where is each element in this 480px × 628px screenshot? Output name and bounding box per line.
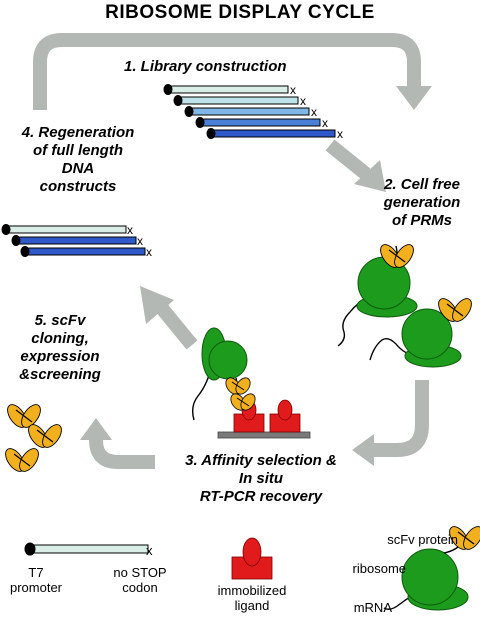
arrowhead-left-bottom [352, 434, 374, 466]
prm-complex-2 [369, 294, 476, 368]
step-5-label: 5. scFv cloning, expression &screening [4, 312, 116, 384]
mrna-strand [369, 337, 417, 361]
step-5-line-1: 5. scFv [34, 312, 86, 329]
svg-text:x: x [290, 83, 296, 97]
legend-t7-line-2: promoter [9, 580, 63, 595]
prm-complex-1 [337, 240, 418, 347]
legend-stop-line-1: no STOP [113, 565, 167, 580]
legend-ligand-line-2: ligand [234, 598, 270, 613]
legend-ligand-line-1: immobilized [217, 583, 287, 598]
step-4-line-3: DNA [61, 160, 95, 177]
step-3-line-1: 3. Affinity selection & [185, 452, 337, 469]
ligand-2 [269, 399, 301, 433]
ribosome-large-subunit [401, 548, 459, 606]
step-5-line-2: cloning, [31, 330, 89, 347]
legend-stop-line-2: codon [122, 580, 158, 595]
scfv-icon [222, 374, 254, 398]
step-2-line-2: generation [383, 194, 461, 211]
arrow-bottom-left [89, 439, 155, 469]
step-4-line-1: 4. Regeneration [21, 124, 135, 141]
legend-ribosome [383, 522, 480, 611]
arrowhead-step4 [140, 286, 174, 324]
legend-ligand-label: immobilized ligand [212, 583, 292, 613]
step-5-line-3: expression [20, 348, 100, 365]
construct-4: x [195, 116, 328, 130]
svg-text:x: x [322, 116, 328, 130]
step-2-line-1: 2. Cell free [384, 176, 460, 193]
regenerated-constructs: x x x [1, 223, 152, 259]
step-4-line-4: constructs [39, 178, 117, 195]
legend-ligand [231, 537, 273, 580]
construct-5: x [206, 127, 343, 141]
construct-3: x [184, 105, 317, 119]
arrow-step1-to-2 [325, 139, 371, 180]
arrow-top-loop [33, 33, 421, 110]
arrowhead-step2 [354, 160, 386, 192]
legend-scfv-label: scFv protein [387, 532, 458, 547]
free-scfv-group [1, 400, 66, 476]
arrow-right-down [372, 380, 429, 457]
legend-stop-label: no STOP codon [100, 565, 180, 595]
bound-prm [191, 327, 259, 421]
legend-ribosome-label: ribosome [352, 561, 406, 576]
step-3-label: 3. Affinity selection & In situ RT-PCR r… [148, 452, 374, 506]
legend-t7-line-1: T7 [28, 565, 44, 580]
construct-2: x [173, 94, 306, 108]
legend-construct: x [24, 542, 153, 558]
svg-text:x: x [146, 245, 152, 259]
scfv-icon [24, 420, 66, 452]
cycle-arrows [33, 33, 429, 469]
affinity-selection [191, 327, 311, 439]
legend-t7-label: T7 promoter [6, 565, 66, 595]
library-constructs: x x x x x [163, 83, 343, 141]
diagram-title: RIBOSOME DISPLAY CYCLE [105, 2, 375, 23]
regen-construct-1: x [1, 223, 133, 237]
svg-text:x: x [311, 105, 317, 119]
regen-construct-3: x [20, 245, 152, 259]
legend-mrna-label: mRNA [353, 600, 392, 615]
step-3-line-2: In situ [238, 470, 284, 487]
arrowhead-down-right [396, 86, 432, 110]
svg-text:x: x [300, 94, 306, 108]
step-2-line-3: of PRMs [392, 212, 452, 229]
step-5-line-4: &screening [19, 366, 101, 383]
arrow-heads [80, 86, 432, 466]
construct-1: x [163, 83, 296, 97]
svg-text:x: x [337, 127, 343, 141]
mrna-strand [191, 371, 211, 421]
svg-text:x: x [146, 543, 153, 558]
step-3-line-3: RT-PCR recovery [199, 488, 323, 505]
scfv-icon [1, 444, 43, 476]
step-4-line-2: of full length [33, 142, 123, 159]
surface-plate [217, 431, 311, 439]
arrowhead-up-left [80, 418, 112, 440]
regen-construct-2: x [11, 234, 143, 248]
ribosome-large-subunit [208, 340, 248, 380]
arrow-step3-to-4 [154, 301, 198, 350]
step-4-label: 4. Regeneration of full length DNA const… [8, 124, 148, 196]
svg-text:x: x [137, 234, 143, 248]
ribosome-large-subunit [401, 308, 453, 360]
step-2-label: 2. Cell free generation of PRMs [366, 176, 478, 230]
svg-text:x: x [127, 223, 133, 237]
step-1-label: 1. Library construction [124, 58, 287, 75]
